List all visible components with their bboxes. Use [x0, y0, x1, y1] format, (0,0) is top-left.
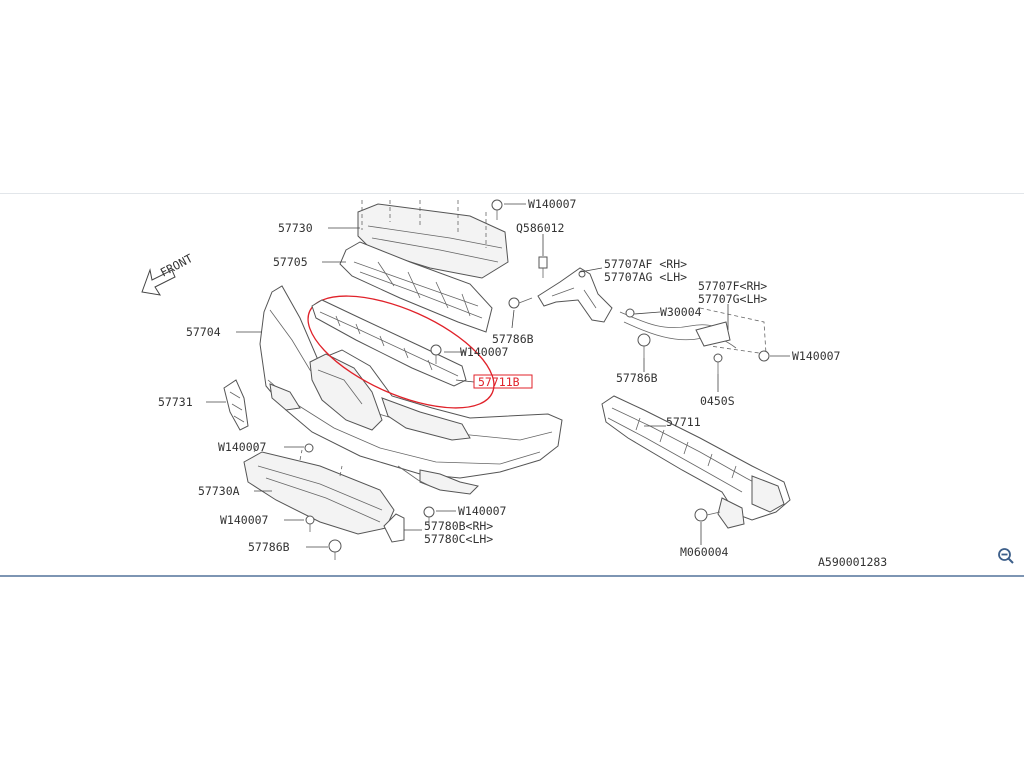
bumper-stay-part — [537, 267, 613, 323]
clip-icon — [491, 199, 503, 220]
side-stay-part — [619, 307, 767, 355]
bolt-icon — [508, 297, 533, 309]
callout-57707ag: 57707AG <LH> — [604, 270, 687, 284]
bolt-icon — [328, 539, 342, 560]
clip-icon — [305, 515, 315, 532]
grille-part — [339, 241, 493, 333]
figure-id: A590001283 — [818, 555, 887, 569]
callout-57780c: 57780C<LH> — [424, 532, 493, 546]
callout-57707g: 57707G<LH> — [698, 292, 767, 306]
clip-icon — [625, 308, 635, 318]
front-label: FRONT — [158, 251, 195, 280]
callout-w140007-left: W140007 — [218, 440, 267, 454]
callout-w140007-top: W140007 — [528, 197, 577, 211]
side-bracket-part — [223, 379, 249, 431]
callout-m060004: M060004 — [680, 545, 729, 559]
clip-icon — [430, 344, 442, 364]
callout-57711b: 57711B — [478, 375, 520, 389]
callout-57731: 57731 — [158, 395, 193, 409]
callout-w140007-center: W140007 — [460, 345, 509, 359]
upper-beam-part — [311, 299, 467, 387]
upper-cover-part — [357, 200, 509, 279]
callout-q586012: Q586012 — [516, 221, 564, 235]
bolt-icon — [637, 333, 651, 358]
panel-bottom-border — [0, 575, 1024, 577]
screw-icon — [713, 353, 723, 374]
bolt-icon — [694, 508, 721, 522]
callout-57786b-right: 57786B — [616, 371, 658, 385]
front-arrow-icon — [141, 268, 176, 296]
highlight-circle — [307, 295, 495, 409]
callout-57786b-upper: 57786B — [492, 332, 534, 346]
clip-icon — [304, 443, 314, 453]
clip-icon — [423, 506, 435, 526]
callout-w140007-right: W140007 — [792, 349, 841, 363]
callout-57704: 57704 — [186, 325, 221, 339]
callout-w140007-bottom: W140007 — [458, 504, 507, 518]
front-bumper-part — [259, 285, 563, 495]
panel-top-border — [0, 193, 1024, 194]
callout-57707f: 57707F<RH> — [698, 279, 767, 293]
bumper-reinforcement-part — [601, 395, 791, 529]
callout-57780b: 57780B<RH> — [424, 519, 493, 533]
zoom-out-button[interactable] — [994, 544, 1018, 568]
callout-57730: 57730 — [278, 221, 313, 235]
bolt-icon — [538, 256, 548, 278]
callout-57707af: 57707AF <RH> — [604, 257, 687, 271]
callout-labels: 57730 57705 57704 57731 W140007 Q586012 … — [158, 197, 887, 569]
callout-w140007-lower: W140007 — [220, 513, 269, 527]
callout-57711b-box: 57711B — [473, 374, 533, 389]
callout-57786b-lower: 57786B — [248, 540, 290, 554]
callout-57730a: 57730A — [198, 484, 240, 498]
callout-57711: 57711 — [666, 415, 701, 429]
zoom-out-icon — [998, 548, 1014, 564]
leader-lines — [206, 203, 790, 548]
fog-lamp-cover-part — [383, 513, 405, 543]
callout-0450s: 0450S — [700, 394, 735, 408]
clip-icon — [758, 350, 770, 362]
callout-w30004: W30004 — [660, 305, 702, 319]
fastener-icons — [304, 199, 770, 560]
callout-57705: 57705 — [273, 255, 308, 269]
